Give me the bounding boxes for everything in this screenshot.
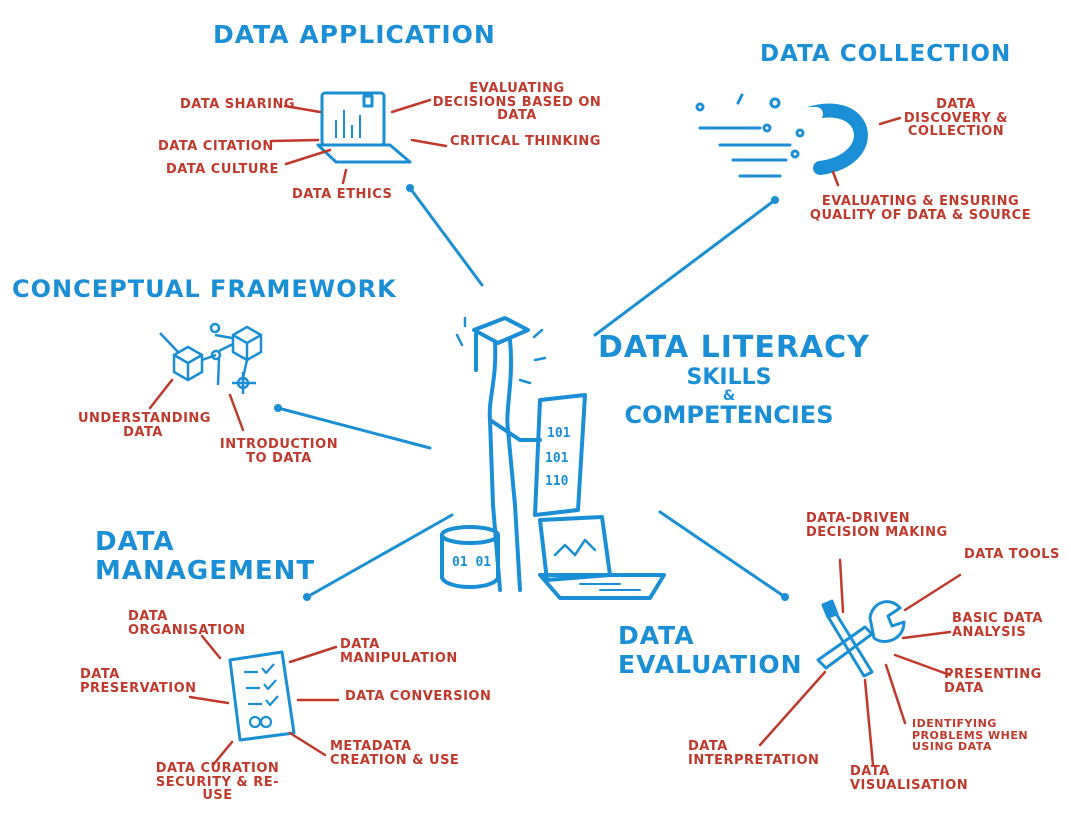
item-data-interpretation: DATA INTERPRETATION — [688, 739, 820, 768]
laptop-chart-icon — [316, 91, 412, 164]
item-critical-thinking: CRITICAL THINKING — [450, 134, 601, 149]
paper-line-3: 110 — [545, 474, 569, 489]
item-data-ethics: DATA ETHICS — [292, 187, 393, 202]
paper-line-1: 101 — [547, 426, 571, 441]
paper-line-2: 101 — [545, 451, 569, 466]
category-data-management: DATA MANAGEMENT — [95, 527, 316, 586]
center-title: DATA LITERACY SKILLS & COMPETENCIES — [598, 330, 870, 430]
item-presenting-data: PRESENTING DATA — [944, 667, 1042, 696]
checklist-document-icon — [228, 650, 296, 742]
item-data-tools: DATA TOOLS — [964, 547, 1060, 562]
center-title-line3: & — [722, 387, 736, 404]
center-title-line2: SKILLS — [686, 364, 772, 390]
item-data-sharing: DATA SHARING — [180, 97, 295, 112]
item-identifying-problems: IDENTIFYING PROBLEMS WHEN USING DATA — [912, 717, 1029, 754]
item-data-curation: DATA CURATION SECURITY & RE-USE — [155, 761, 280, 804]
item-evaluating-quality: EVALUATING & ENSURING QUALITY OF DATA & … — [809, 194, 1032, 223]
category-data-collection: DATA COLLECTION — [760, 41, 1012, 67]
connector-data-application — [408, 186, 484, 287]
center-title-line1: DATA LITERACY — [598, 330, 870, 365]
connector-data-evaluation — [658, 510, 787, 599]
item-metadata-creation: METADATA CREATION & USE — [330, 739, 460, 768]
wrench-screwdriver-icon — [816, 599, 906, 678]
category-data-application: DATA APPLICATION — [213, 20, 496, 49]
item-introduction-to-data: INTRODUCTION TO DATA — [219, 437, 339, 466]
connector-conceptual-framework — [276, 406, 432, 450]
center-title-line4: COMPETENCIES — [624, 401, 834, 430]
item-data-culture: DATA CULTURE — [166, 162, 279, 177]
item-evaluating-decisions: EVALUATING DECISIONS BASED ON DATA — [432, 81, 602, 124]
network-cubes-icon — [159, 322, 263, 394]
item-understanding-data: UNDERSTANDING DATA — [78, 411, 211, 440]
item-data-driven-decision: DATA-DRIVEN DECISION MAKING — [806, 511, 948, 540]
item-data-manipulation: DATA MANIPULATION — [340, 637, 458, 666]
database-text: 01 01 — [452, 555, 491, 570]
item-data-citation: DATA CITATION — [158, 139, 274, 154]
item-data-discovery: DATA DISCOVERY & COLLECTION — [903, 97, 1009, 140]
item-data-organisation: DATA ORGANISATION — [128, 609, 246, 638]
graduate-with-data-icon — [440, 316, 666, 600]
connector-data-management — [305, 513, 454, 599]
connector-data-collection — [593, 198, 777, 337]
item-data-conversion: DATA CONVERSION — [345, 689, 492, 704]
item-basic-data-analysis: BASIC DATA ANALYSIS — [952, 611, 1043, 640]
item-data-visualisation: DATA VISUALISATION — [850, 764, 969, 793]
magnet-icon — [695, 93, 868, 178]
category-conceptual-framework: CONCEPTUAL FRAMEWORK — [12, 275, 397, 303]
item-data-preservation: DATA PRESERVATION — [80, 667, 197, 696]
category-data-evaluation: DATA EVALUATION — [618, 621, 803, 679]
